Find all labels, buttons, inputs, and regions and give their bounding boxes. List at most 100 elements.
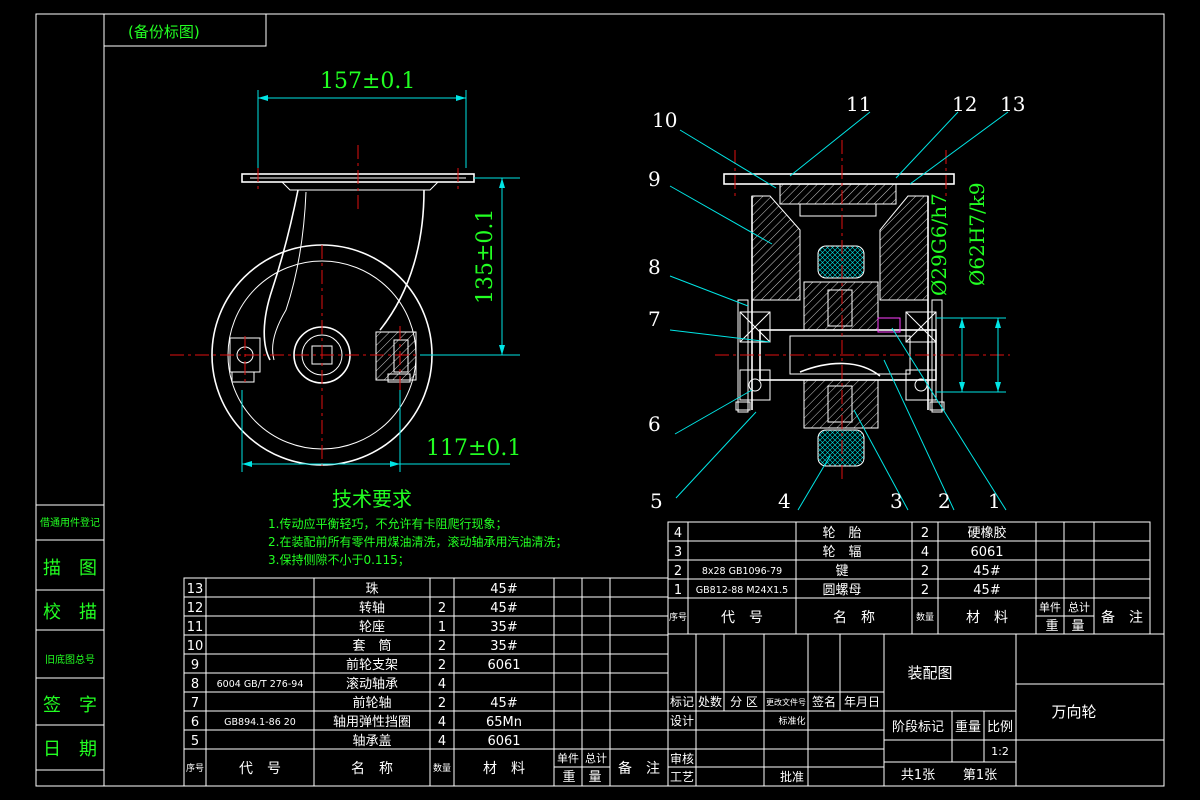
bom-r-name-1: 圆螺母 xyxy=(822,583,861,598)
side-stamp-column: 借通用件登记 描 图 校 描 旧底图总号 签 字 日 期 xyxy=(36,504,104,771)
leader-lines xyxy=(669,111,1009,511)
bom-l-name-13: 珠 xyxy=(365,582,378,597)
bom-l-qty-6: 4 xyxy=(438,715,446,730)
title-sheets-total: 共1张 xyxy=(901,768,935,783)
bom-l-no-8: 8 xyxy=(191,677,199,692)
bom-r-head-name: 名 称 xyxy=(833,610,875,626)
bom-l-head-weight: 重 量 xyxy=(562,769,601,785)
bom-r-head-no: 序号 xyxy=(669,611,687,623)
bom-l-mat-7: 45# xyxy=(490,696,517,711)
bom-r-mat-1: 45# xyxy=(973,583,1000,598)
bom-l-head-qty: 数量 xyxy=(433,762,451,774)
bom-l-code-6: GB894.1-86 20 xyxy=(224,717,296,728)
bom-l-name-10: 套 筒 xyxy=(352,638,391,654)
balloon-10: 10 xyxy=(652,108,677,132)
balloon-13: 13 xyxy=(1000,92,1025,116)
bom-left-table: 13 珠 45# 12 转轴 2 45# 11 轮座 1 35# 10 套 筒 … xyxy=(183,577,669,787)
side-label-old-number: 旧底图总号 xyxy=(45,653,95,666)
bom-r-head-weight: 重 量 xyxy=(1045,618,1084,634)
side-label-date: 日 期 xyxy=(43,739,97,760)
bom-l-name-8: 滚动轴承 xyxy=(346,676,398,692)
bom-r-mat-4: 硬橡胶 xyxy=(967,525,1006,541)
bom-l-qty-7: 2 xyxy=(438,696,446,711)
dim-fit-1: Ø29G6/h7 xyxy=(927,193,951,296)
bom-r-name-4: 轮 胎 xyxy=(822,526,861,541)
side-label-trace: 描 图 xyxy=(43,558,97,579)
title-process: 工艺 xyxy=(670,770,694,784)
bom-l-head-no: 序号 xyxy=(186,762,204,774)
title-weight: 重量 xyxy=(955,719,981,735)
bom-l-no-5: 5 xyxy=(191,734,199,749)
title-stage: 阶段标记 xyxy=(892,720,944,735)
balloon-1: 1 xyxy=(988,489,1001,513)
bom-l-no-7: 7 xyxy=(191,696,199,711)
side-label-proof: 校 描 xyxy=(43,602,97,623)
bom-l-no-6: 6 xyxy=(191,715,199,730)
bom-r-qty-4: 2 xyxy=(921,526,929,541)
bom-l-mat-5: 6061 xyxy=(487,734,520,749)
bom-l-name-7: 前轮轴 xyxy=(352,695,391,711)
bom-l-no-12: 12 xyxy=(187,601,204,616)
bom-r-name-2: 键 xyxy=(835,564,848,579)
balloon-6: 6 xyxy=(648,412,661,436)
backup-title-box xyxy=(103,13,267,47)
bom-l-qty-12: 2 xyxy=(438,601,446,616)
section-view: Ø29G6/h7 Ø62H7/k9 10 11 12 13 9 8 7 6 5 … xyxy=(648,92,1025,513)
bom-r-head-unit: 单件 xyxy=(1039,601,1061,614)
bom-r-qty-3: 4 xyxy=(921,545,929,560)
bom-l-name-5: 轴承盖 xyxy=(352,734,391,749)
side-view: 157±0.1 135±0.1 117±0.1 xyxy=(170,69,521,472)
tech-req-line-3: 3.保持侧隙不小于0.115； xyxy=(268,552,410,567)
bom-l-code-8: 6004 GB/T 276-94 xyxy=(217,679,304,690)
balloon-5: 5 xyxy=(650,489,663,513)
bom-r-no-2: 2 xyxy=(674,564,682,579)
dim-offset: 117±0.1 xyxy=(426,436,521,461)
tech-req-line-2: 2.在装配前所有零件用煤油清洗，滚动轴承用汽油清洗； xyxy=(268,534,567,549)
bom-right-table: 4 轮 胎 2 硬橡胶 3 轮 辐 4 6061 2 8x28 GB1096-7… xyxy=(667,521,1151,635)
balloon-2: 2 xyxy=(938,489,951,513)
bom-l-head-remark: 备 注 xyxy=(618,760,660,777)
title-scale: 1:2 xyxy=(991,745,1009,758)
title-standard: 标准化 xyxy=(778,715,805,727)
bom-l-qty-8: 4 xyxy=(438,677,446,692)
drawing-frame: (备份标图) xyxy=(35,13,1165,787)
bom-l-mat-10: 35# xyxy=(490,639,517,654)
title-change-doc: 更改文件号 xyxy=(766,697,806,707)
title-sign: 签名 xyxy=(812,694,836,709)
bom-l-mat-6: 65Mn xyxy=(486,715,522,730)
bom-r-mat-3: 6061 xyxy=(970,545,1003,560)
bom-l-name-12: 转轴 xyxy=(359,601,385,616)
bom-l-no-9: 9 xyxy=(191,658,199,673)
side-label-sign: 签 字 xyxy=(43,695,97,716)
balloon-3: 3 xyxy=(890,489,903,513)
balloon-4: 4 xyxy=(778,489,791,513)
title-sheet-no: 第1张 xyxy=(963,768,997,783)
bom-l-no-11: 11 xyxy=(187,620,204,635)
title-design: 设计 xyxy=(670,714,694,728)
bom-l-mat-9: 6061 xyxy=(487,658,520,673)
bom-r-head-total: 总计 xyxy=(1068,600,1090,614)
bom-l-name-11: 轮座 xyxy=(359,620,385,635)
bom-l-head-unit: 单件 xyxy=(557,752,579,765)
balloon-11: 11 xyxy=(846,92,871,116)
title-check: 审核 xyxy=(670,751,694,766)
bom-l-no-10: 10 xyxy=(187,639,204,654)
title-scale-label: 比例 xyxy=(987,720,1013,735)
bom-r-head-code: 代 号 xyxy=(721,610,763,626)
title-part-name: 万向轮 xyxy=(1051,703,1096,721)
title-drawing-kind: 装配图 xyxy=(907,664,952,682)
tech-req-line-1: 1.传动应平衡轻巧，不允许有卡阻爬行现象； xyxy=(268,516,507,531)
balloon-9: 9 xyxy=(648,167,661,191)
title-block: 装配图 万向轮 标记 处数 分 区 更改文件号 签名 年月日 设计 标准化 审核… xyxy=(667,633,1165,787)
bom-l-head-mat: 材 料 xyxy=(483,761,525,777)
bom-l-head-total: 总计 xyxy=(585,751,607,765)
bom-r-head-qty: 数量 xyxy=(916,611,934,623)
bom-r-no-1: 1 xyxy=(674,583,682,598)
technical-requirements: 技术要求 1.传动应平衡轻巧，不允许有卡阻爬行现象； 2.在装配前所有零件用煤油… xyxy=(268,487,567,567)
bom-l-no-13: 13 xyxy=(187,582,204,597)
balloon-12: 12 xyxy=(952,92,977,116)
bom-l-qty-5: 4 xyxy=(438,734,446,749)
title-date: 年月日 xyxy=(844,695,880,709)
title-count: 处数 xyxy=(698,694,722,709)
title-zone: 分 区 xyxy=(730,695,758,709)
